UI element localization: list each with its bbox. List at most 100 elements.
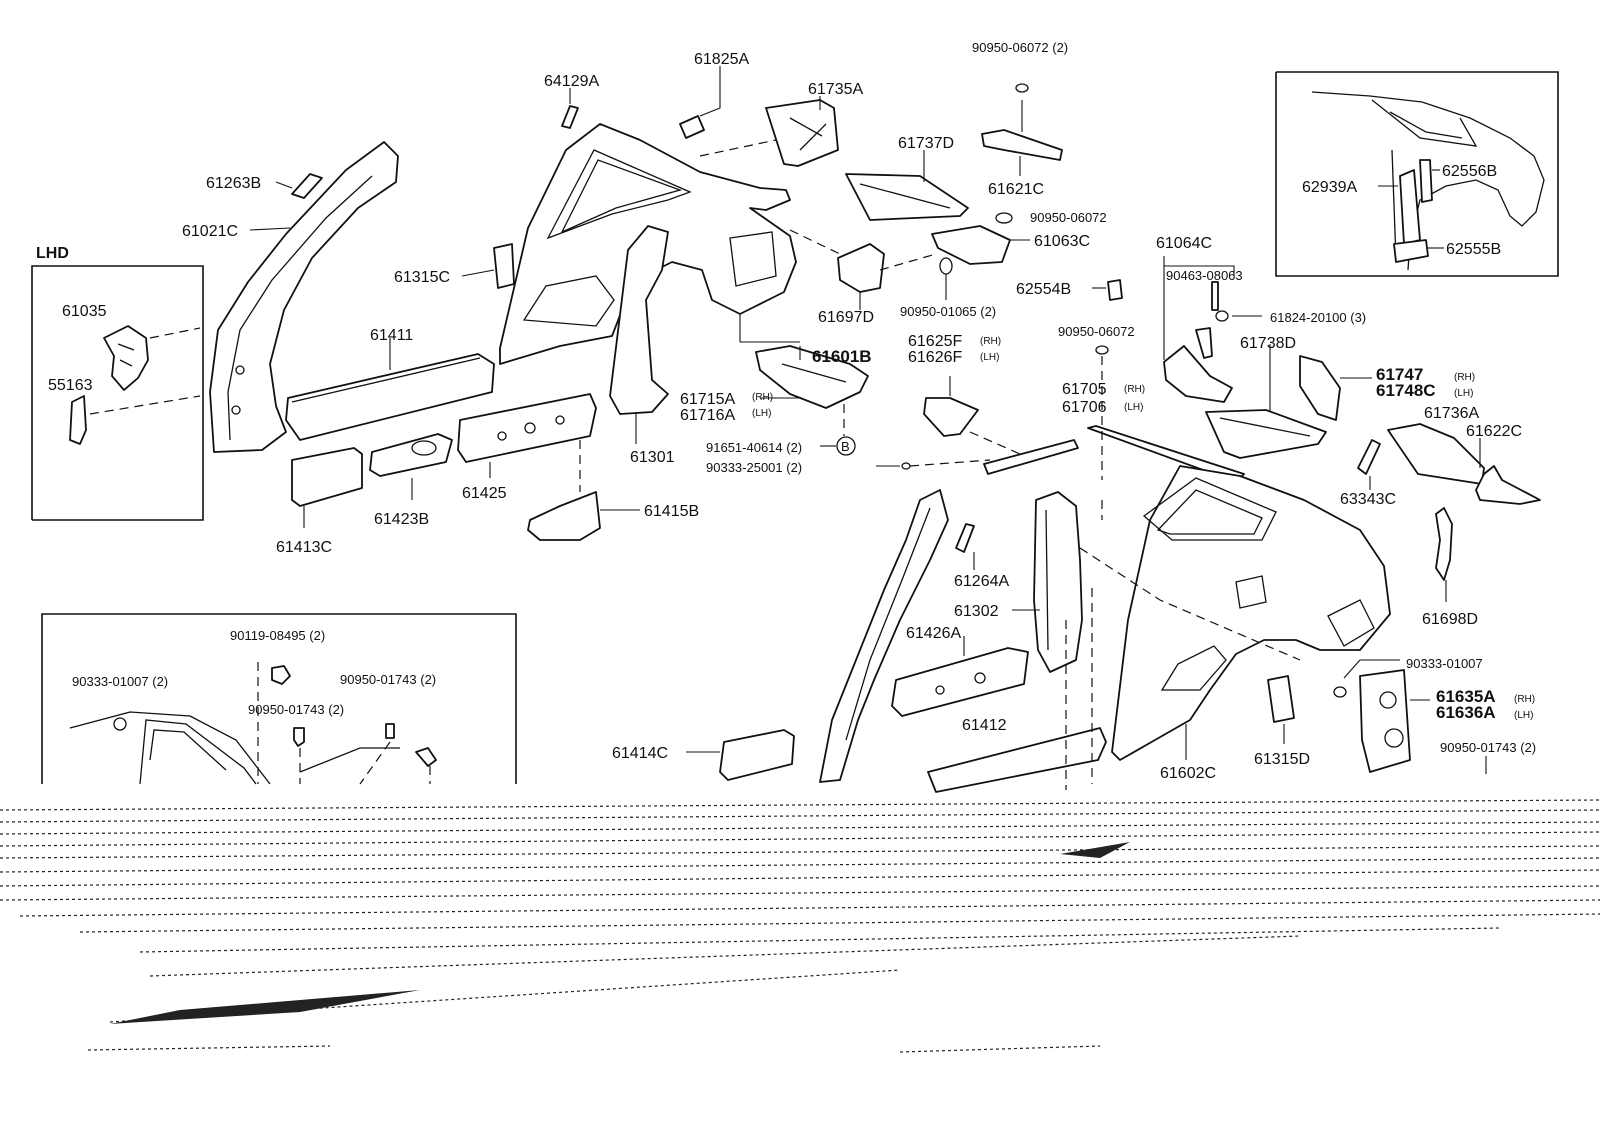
label-61423B: 61423B bbox=[374, 511, 429, 528]
label-90950-06072-b: 90950-06072 bbox=[1058, 324, 1135, 339]
label-61414C: 61414C bbox=[612, 745, 668, 762]
bracket-61635A bbox=[1359, 669, 1411, 773]
panel-61736A bbox=[1387, 423, 1485, 485]
label-61315C: 61315C bbox=[394, 269, 450, 286]
label-90950-06072-a: 90950-06072 bbox=[1030, 210, 1107, 225]
label-61636A-lh: (LH) bbox=[1514, 710, 1533, 721]
label-61301: 61301 bbox=[630, 449, 675, 466]
label-61705-rh: (RH) bbox=[1124, 384, 1145, 395]
label-61412: 61412 bbox=[962, 717, 1007, 734]
bracket-61698D bbox=[1435, 507, 1453, 581]
label-90950-01743-2: 90950-01743 (2) bbox=[1440, 740, 1536, 755]
right-inset: 62939A 62556B 62555B bbox=[1275, 71, 1559, 277]
label-90950-01065: 90950-01065 (2) bbox=[900, 304, 996, 319]
bracket-61697D bbox=[837, 243, 885, 293]
label-61635A-rh: (RH) bbox=[1514, 694, 1535, 705]
pad-63343C bbox=[1357, 439, 1381, 475]
bolt-side bbox=[415, 747, 437, 767]
label-61706: 61706 bbox=[1062, 399, 1107, 416]
label-61747: 61747 bbox=[1376, 365, 1423, 384]
strip-61264A bbox=[955, 523, 975, 553]
bracket-61625F bbox=[923, 397, 979, 437]
clip-90950-b bbox=[385, 723, 395, 739]
label-61426A: 61426A bbox=[906, 625, 961, 642]
front-pillar-group bbox=[209, 141, 515, 453]
clip-62554B bbox=[1107, 279, 1123, 301]
brace-61738D bbox=[1205, 409, 1327, 459]
pillar-61021C bbox=[209, 141, 399, 453]
label-61602C: 61602C bbox=[1160, 765, 1216, 782]
label-61064C: 61064C bbox=[1156, 235, 1212, 252]
callout-b: B bbox=[841, 439, 850, 454]
label-64129A: 64129A bbox=[544, 73, 599, 90]
label-90463-08063: 90463-08063 bbox=[1166, 268, 1243, 283]
label-90333-01007: 90333-01007 bbox=[1406, 656, 1483, 671]
label-61698D: 61698D bbox=[1422, 611, 1478, 628]
bracket-61063C bbox=[931, 225, 1011, 265]
panel-61426A bbox=[891, 647, 1029, 717]
label-62556B: 62556B bbox=[1442, 163, 1497, 180]
label-61063C: 61063C bbox=[1034, 233, 1090, 250]
label-61626F-lh: (LH) bbox=[980, 352, 999, 363]
label-61425: 61425 bbox=[462, 485, 507, 502]
part-labels: 64129A 61825A 61735A 90950-06072 (2) 617… bbox=[182, 40, 1536, 782]
bracket-61035 bbox=[103, 325, 149, 391]
patch-62555B bbox=[1393, 239, 1429, 263]
label-61736A: 61736A bbox=[1424, 405, 1479, 422]
rail-61706 bbox=[1087, 425, 1245, 483]
strip-61621C bbox=[981, 129, 1063, 161]
label-61302: 61302 bbox=[954, 603, 999, 620]
label-61021C: 61021C bbox=[182, 223, 238, 240]
label-61824-20100: 61824-20100 (3) bbox=[1270, 310, 1366, 325]
label-61748C-lh: (LH) bbox=[1454, 388, 1473, 399]
sill-61412 bbox=[927, 727, 1107, 793]
label-61715A-rh: (RH) bbox=[752, 392, 773, 403]
label-61621C: 61621C bbox=[988, 181, 1044, 198]
pad-64129A bbox=[561, 105, 579, 129]
bolt-90463 bbox=[1211, 281, 1219, 311]
label-61626F: 61626F bbox=[908, 349, 962, 366]
label-61716A: 61716A bbox=[680, 407, 735, 424]
bolt-90119 bbox=[271, 665, 291, 685]
label-61415B: 61415B bbox=[644, 503, 699, 520]
clip-61064C-small bbox=[1195, 327, 1213, 359]
patch-62939A bbox=[1399, 169, 1421, 245]
pillar-61302-inner bbox=[1033, 491, 1083, 673]
label-90950-01743-b: 90950-01743 (2) bbox=[340, 672, 436, 687]
plate-61315C bbox=[493, 243, 515, 289]
label-62939A: 62939A bbox=[1302, 179, 1357, 196]
panel-61415B bbox=[527, 491, 601, 541]
bracket-61064C bbox=[1163, 345, 1233, 403]
label-61738D: 61738D bbox=[1240, 335, 1296, 352]
plate-61315D bbox=[1267, 675, 1295, 723]
label-61622C: 61622C bbox=[1466, 423, 1522, 440]
patch-62556B bbox=[1419, 159, 1433, 203]
lower-body-group bbox=[686, 465, 1487, 793]
label-61715A: 61715A bbox=[680, 391, 735, 408]
label-61601B: 61601B bbox=[812, 347, 872, 366]
label-61625F-rh: (RH) bbox=[980, 336, 1001, 347]
pillar-61302 bbox=[819, 489, 949, 783]
plate-61747 bbox=[1299, 355, 1341, 421]
sill-61411 bbox=[285, 353, 495, 441]
label-90950-06072-2: 90950-06072 (2) bbox=[972, 40, 1068, 55]
label-61635A: 61635A bbox=[1436, 687, 1496, 706]
label-61625F: 61625F bbox=[908, 333, 962, 350]
label-90333-01007-2: 90333-01007 (2) bbox=[72, 674, 168, 689]
pillar-61301 bbox=[609, 225, 669, 415]
label-61411: 61411 bbox=[370, 327, 413, 344]
floor-piece-61601B bbox=[755, 345, 869, 409]
label-61413C: 61413C bbox=[276, 539, 332, 556]
label-61315D: 61315D bbox=[1254, 751, 1310, 768]
label-61737D: 61737D bbox=[898, 135, 954, 152]
label-55163: 55163 bbox=[48, 377, 93, 394]
label-90950-01743-a: 90950-01743 (2) bbox=[248, 702, 344, 717]
label-61748C: 61748C bbox=[1376, 381, 1436, 400]
label-61697D: 61697D bbox=[818, 309, 874, 326]
label-90333-25001: 90333-25001 (2) bbox=[706, 460, 802, 475]
scan-artifact bbox=[0, 799, 1600, 1053]
bracket-61622C bbox=[1475, 465, 1541, 505]
panel-61425 bbox=[457, 393, 597, 463]
label-91651-40614: 91651-40614 (2) bbox=[706, 440, 802, 455]
